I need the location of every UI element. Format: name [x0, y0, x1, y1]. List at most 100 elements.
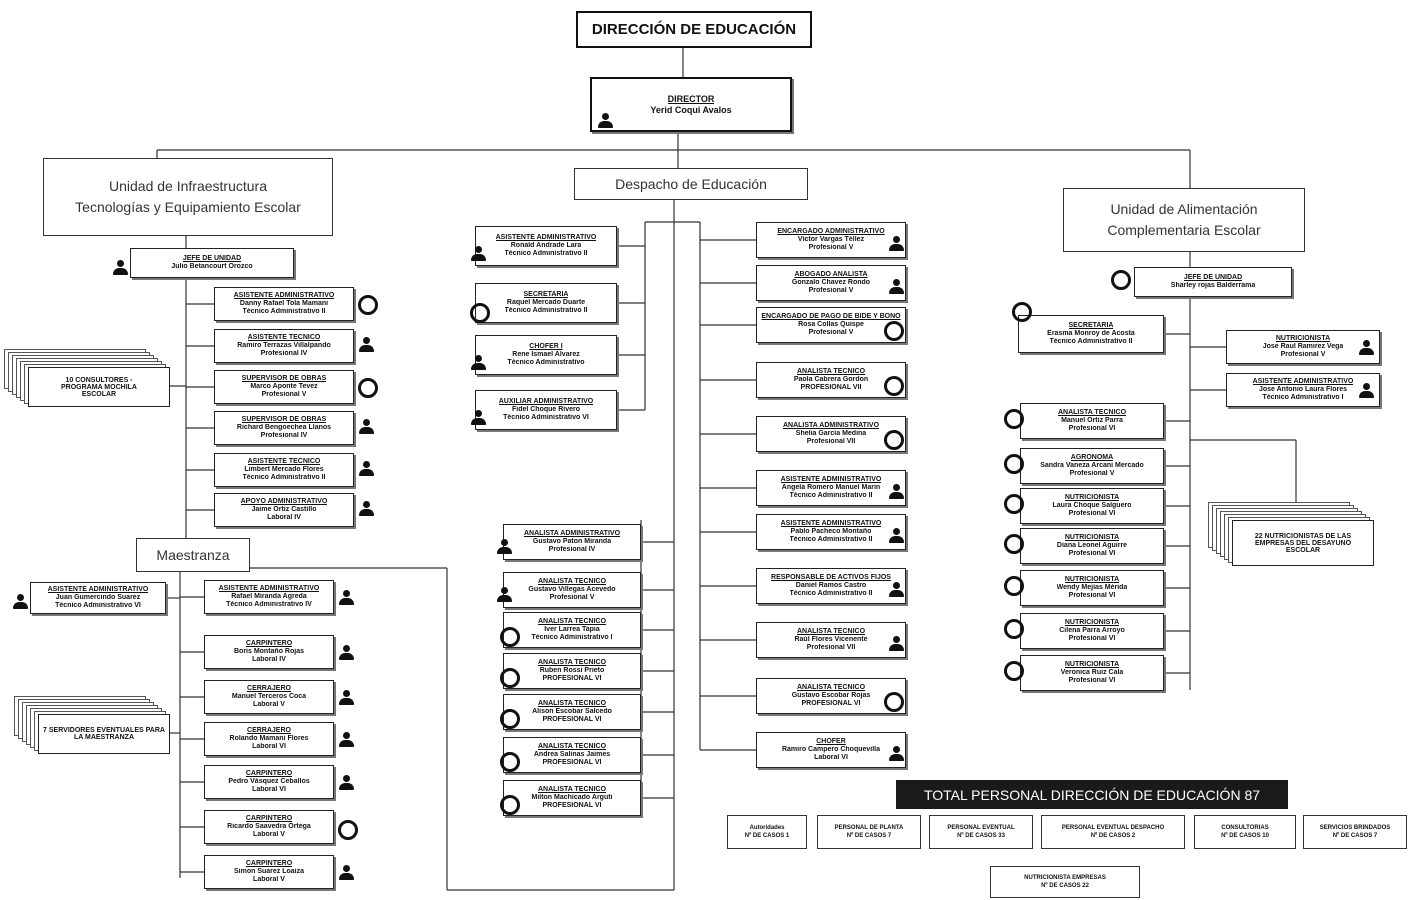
infra-staff-node-name: Marco Aponte Tevez	[250, 382, 318, 390]
alim-head-role: JEFE DE UNIDAD	[1183, 273, 1243, 281]
staff-photo-icon	[1012, 302, 1032, 322]
unit-despacho-line: Despacho de Educación	[615, 175, 767, 192]
maestranza-node-name: Manuel Terceros Coca	[231, 692, 307, 700]
case-count-value: Nº DE CASOS 7	[846, 833, 892, 839]
despacho-right-node-grade: Profesional V	[808, 287, 854, 295]
maestranza-node-role: CARPINTERO	[245, 769, 293, 777]
person-icon	[496, 587, 512, 603]
despacho-center-node-role: ANALISTA TÉCNICO	[537, 658, 607, 666]
alim-staff-node-grade: Profesional VI	[1068, 635, 1116, 643]
alim-staff-node-role: NUTRICIONISTA	[1064, 660, 1120, 668]
infra-staff-node-grade: Laboral IV	[267, 514, 301, 522]
despacho-right-node-grade: PROFESIONAL VII	[800, 384, 862, 392]
maestranza-node-grade: Laboral VI	[252, 786, 286, 794]
maestranza-node-grade: Laboral V	[253, 701, 285, 709]
despacho-right-node-name: Paola Cabrera Gordon	[793, 375, 869, 383]
infra-staff-node-grade: Técnico Administrativo II	[242, 474, 326, 482]
despacho-center-node-role: ANALISTA TÉCNICO	[537, 699, 607, 707]
maestranza-node-role: CARPINTERO	[245, 859, 293, 867]
maestranza-node-role: ASISTENTE ADMINISTRATIVO	[218, 584, 320, 592]
maestranza-node-grade: Técnico Administrativo IV	[226, 601, 312, 609]
despacho-right-node-name: Ramiro Campero Choquevilla	[781, 745, 881, 753]
infra-staff-node-grade: Técnico Administrativo II	[242, 308, 326, 316]
despacho-left-node-name: Fidel Choque Rivero	[511, 405, 581, 413]
despacho-right-node-name: Angela Romero Manuel Marin	[781, 483, 881, 491]
person-icon	[496, 539, 512, 555]
despacho-left-node-name: Raquel Mercado Duarte	[506, 298, 586, 306]
staff-photo-icon	[1004, 409, 1024, 429]
person-icon	[470, 246, 486, 262]
unit-maestranza: Maestranza	[136, 538, 250, 572]
despacho-right-node-grade: Laboral VI	[814, 754, 848, 762]
staff-photo-icon	[884, 430, 904, 450]
alim-staff-node-role: ANALISTA TÉCNICO	[1057, 408, 1127, 416]
case-count-value: Nº DE CASOS 7	[1332, 833, 1378, 839]
despacho-right-node-name: Daniel Ramos Castro	[795, 581, 867, 589]
nutritionist-stack-line: ESCOLAR	[1285, 546, 1321, 554]
alim-staff-node-name: Laura Choque Salguero	[1052, 501, 1132, 509]
director-icon	[597, 113, 613, 129]
unit-alimentacion-line: Complementaria Escolar	[1107, 222, 1261, 238]
despacho-right-node-name: Raúl Flores Vicenente	[794, 635, 868, 643]
maestranza-node-name: Pedro Vásquez Ceballos	[228, 777, 310, 785]
person-icon	[112, 260, 128, 276]
maestranza-node-name: Boris Montaño Rojas	[233, 647, 304, 655]
person-icon	[358, 501, 374, 517]
maestranza-node-role: CERRAJERO	[247, 726, 291, 734]
total-staff-banner: TOTAL PERSONAL DIRECCIÓN DE EDUCACIÓN 87	[896, 780, 1288, 809]
alim-staff-node-grade: Profesional VI	[1068, 425, 1116, 433]
person-icon	[358, 461, 374, 477]
despacho-left-node-role: CHOFER I	[529, 342, 563, 350]
despacho-right-node-grade: Técnico Administrativo II	[789, 590, 873, 598]
despacho-center-node-name: Gustavo Paton Miranda	[532, 537, 612, 545]
staff-photo-icon	[884, 376, 904, 396]
consultant-stack-line: ESCOLAR	[81, 390, 117, 398]
alim-staff-node-role: NUTRICIONISTA	[1064, 533, 1120, 541]
staff-photo-icon	[500, 668, 520, 688]
despacho-left-node-grade: Técnico Administrativo II	[504, 250, 588, 258]
maestranza-node-grade: Laboral V	[253, 876, 285, 884]
maestranza-stack-line: LA MAESTRANZA	[73, 734, 134, 741]
staff-photo-icon	[1004, 454, 1024, 474]
despacho-center-node-name: Gustavo Villegas Acevedo	[528, 585, 616, 593]
maestranza-node-name: Rafael Miranda Agreda	[231, 592, 307, 600]
case-count-label: PERSONAL EVENTUAL DESPACHO	[1061, 824, 1165, 831]
despacho-right-node-role: ENCARGADO ADMINISTRATIVO	[777, 227, 885, 235]
maestranza-node-grade: Laboral IV	[252, 656, 286, 664]
maestranza-left-node-role: ASISTENTE ADMINISTRATIVO	[47, 585, 149, 593]
person-icon	[338, 690, 354, 706]
person-icon	[1358, 383, 1374, 399]
staff-photo-icon	[338, 820, 358, 840]
alim-staff-node-name: Wendy Mejías Mérida	[1056, 583, 1128, 591]
maestranza-node-grade: Laboral V	[253, 831, 285, 839]
despacho-center-node-name: Milton Machicado Arguti	[531, 793, 613, 801]
infra-head-role: JEFE DE UNIDAD	[182, 254, 242, 262]
case-count-value: Nº DE CASOS 2	[1090, 833, 1136, 839]
person-icon	[358, 419, 374, 435]
alim-staff-node-name: Manuel Ortiz Parra	[1061, 416, 1123, 424]
despacho-right-node-role: ASISTENTE ADMINISTRATIVO	[780, 519, 882, 527]
consultant-stack-line: PROGRAMA MOCHILA	[61, 383, 137, 391]
person-icon	[470, 410, 486, 426]
despacho-right-node-name: Gustavo Escobar Rojas	[791, 691, 871, 699]
